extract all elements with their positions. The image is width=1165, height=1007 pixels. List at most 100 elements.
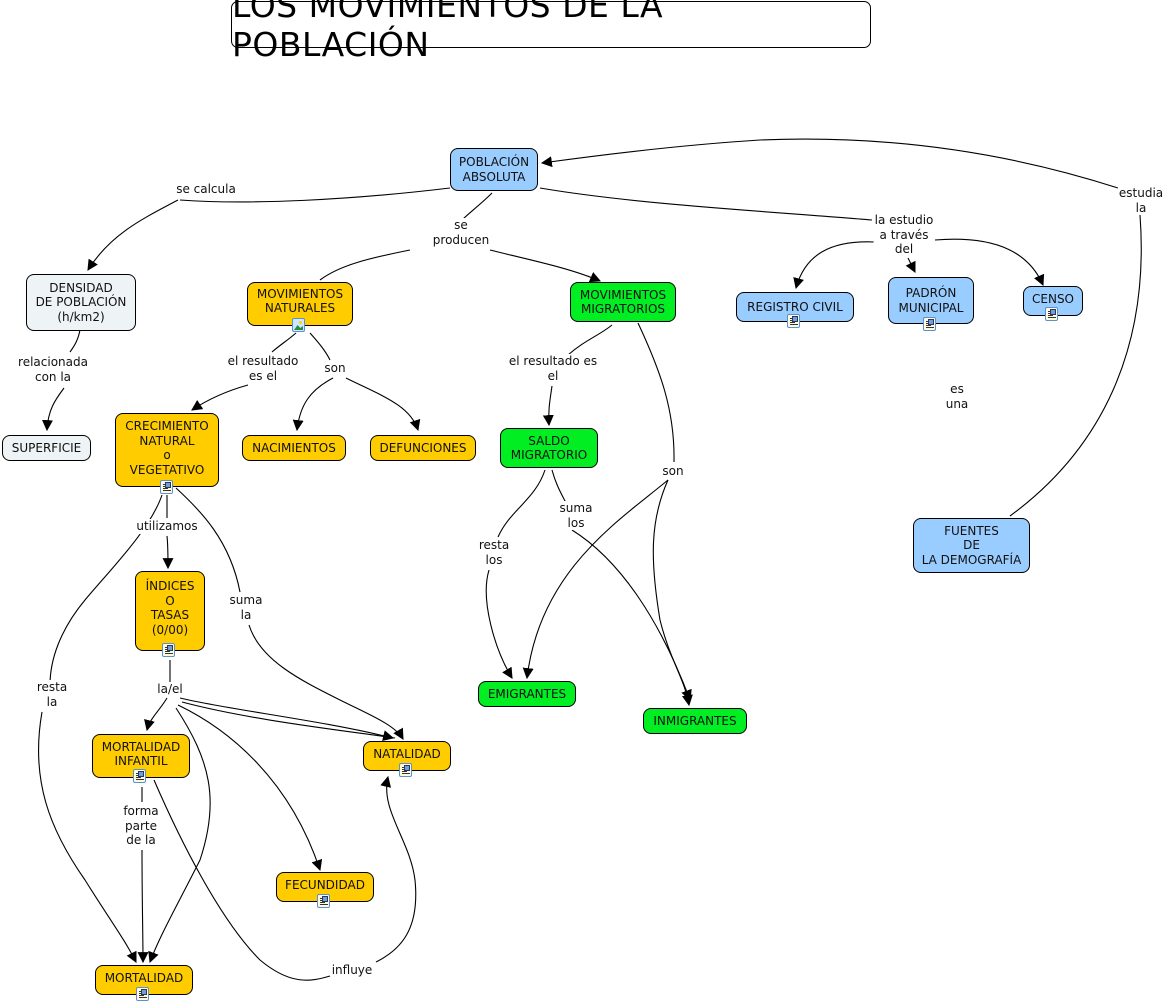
- connector-la-estudio-censo: [934, 238, 1045, 287]
- node-label: CENSO: [1032, 291, 1074, 306]
- node-crecimiento-natural[interactable]: CRECIMIENTO NATURAL o VEGETATIVO: [115, 413, 219, 487]
- document-icon[interactable]: [923, 317, 936, 331]
- link-label-estudia-la: estudia la: [1117, 186, 1165, 215]
- connector-la-estudio-in: [539, 187, 873, 221]
- document-icon[interactable]: [1045, 307, 1058, 321]
- connector-relacionada-in: [69, 329, 81, 353]
- map-title: LOS MOVIMIENTOS DE LA POBLACIÓN: [231, 0, 871, 64]
- connector-la-el-natalidad2: [181, 701, 396, 739]
- link-label-suma-los: suma los: [558, 501, 594, 530]
- connector-estudia-out: [540, 138, 1119, 189]
- node-movimientos-migratorios[interactable]: MOVIMIENTOS MIGRATORIOS: [570, 282, 676, 322]
- connector-relacionada-out: [42, 387, 65, 432]
- connector-son-nat-defunciones: [345, 377, 421, 432]
- link-label-son-mig: son: [661, 464, 685, 479]
- node-label: MOVIMIENTOS MIGRATORIOS: [579, 287, 667, 317]
- document-icon[interactable]: [787, 314, 800, 328]
- document-icon[interactable]: [162, 643, 175, 657]
- connector-la-el-fecundidad: [177, 704, 323, 872]
- connector-son-mig-in: [637, 322, 675, 463]
- node-label: ÍNDICES O TASAS (0/00): [145, 579, 195, 637]
- node-label: NACIMIENTOS: [252, 440, 336, 455]
- connector-suma-la-in: [175, 487, 241, 593]
- connector-resultado-nat-out: [191, 384, 249, 411]
- link-label-suma-la: suma la: [228, 593, 264, 622]
- connector-la-el-mortalidad: [148, 707, 211, 964]
- document-icon[interactable]: [133, 769, 146, 783]
- link-label-forma-parte: forma parte de la: [122, 804, 160, 848]
- node-defunciones[interactable]: DEFUNCIONES: [370, 435, 476, 461]
- connector-la-el-natalidad: [179, 697, 395, 741]
- node-label: SALDO MIGRATORIO: [510, 433, 588, 463]
- node-fuentes-demografia[interactable]: FUENTES DE LA DEMOGRAFÍA: [913, 518, 1030, 573]
- connector-suma-la-out: [248, 624, 404, 740]
- connector-son-nat-in: [309, 332, 331, 361]
- link-label-es-una: es una: [944, 382, 970, 411]
- document-icon[interactable]: [160, 480, 173, 494]
- node-label: DENSIDAD DE POBLACIÓN (h/km2): [35, 280, 127, 324]
- node-poblacion-absoluta[interactable]: POBLACIÓN ABSOLUTA: [450, 148, 538, 191]
- node-saldo-migratorio[interactable]: SALDO MIGRATORIO: [500, 428, 598, 468]
- node-label: EMIGRANTES: [487, 686, 567, 701]
- connector-resultado-mig-in: [567, 324, 613, 356]
- connector-se-calcula-out: [87, 199, 179, 271]
- node-label: INMIGRANTES: [653, 713, 737, 728]
- connector-influye-in: [153, 779, 331, 981]
- connector-resultado-mig-out: [542, 385, 554, 427]
- connector-se-calcula-in: [179, 187, 451, 203]
- node-indices-tasas[interactable]: ÍNDICES O TASAS (0/00): [135, 571, 205, 651]
- connector-resultado-nat-in: [271, 332, 297, 353]
- connector-resta-la-out: [37, 711, 137, 963]
- link-label-relacionada: relacionada con la: [17, 355, 89, 384]
- connector-son-mig-emigrantes: [522, 479, 669, 680]
- link-label-utilizamos: utilizamos: [135, 519, 199, 534]
- connector-son-mig-inmigrantes: [652, 479, 693, 707]
- node-label: PADRÓN MUNICIPAL: [898, 286, 964, 315]
- connector-suma-los-in: [551, 469, 567, 504]
- node-label: FECUNDIDAD: [285, 877, 365, 892]
- connector-forma-parte-out: [137, 849, 149, 964]
- connector-utilizamos-out: [162, 535, 174, 570]
- node-nacimientos[interactable]: NACIMIENTOS: [242, 435, 346, 461]
- node-superficie[interactable]: SUPERFICIE: [2, 435, 91, 461]
- link-label-resta-los: resta los: [477, 538, 511, 567]
- connector-suma-los-out: [571, 529, 692, 702]
- document-icon[interactable]: [317, 894, 330, 908]
- node-emigrantes[interactable]: EMIGRANTES: [478, 681, 576, 707]
- node-label: NATALIDAD: [373, 746, 441, 761]
- link-label-se-calcula: se calcula: [175, 182, 237, 197]
- node-label: CRECIMIENTO NATURAL o VEGETATIVO: [125, 419, 209, 477]
- connector-son-nat-nacimientos: [292, 377, 334, 432]
- connector-resta-los-in: [497, 469, 546, 538]
- connector-la-estudio-registro: [793, 241, 876, 290]
- connector-estudia-in: [1009, 214, 1142, 517]
- image-icon[interactable]: [292, 318, 305, 332]
- node-padron-municipal[interactable]: PADRÓN MUNICIPAL: [888, 277, 974, 324]
- connector-resta-los-out: [485, 569, 513, 679]
- node-label: MOVIMIENTOS NATURALES: [256, 286, 344, 316]
- node-censo[interactable]: CENSO: [1023, 286, 1083, 316]
- document-icon[interactable]: [136, 987, 149, 1001]
- link-label-resultado-mig: el resultado es el: [507, 354, 599, 383]
- link-label-influye: influye: [330, 963, 374, 978]
- node-label: POBLACIÓN ABSOLUTA: [458, 155, 530, 184]
- link-label-resta-la: resta la: [35, 680, 69, 709]
- node-inmigrantes[interactable]: INMIGRANTES: [643, 708, 747, 734]
- node-label: MORTALIDAD INFANTIL: [101, 739, 181, 769]
- connector-influye-out: [375, 775, 417, 963]
- connector-la-el-mortinf: [144, 697, 168, 732]
- connector-la-estudio-padron: [905, 257, 916, 273]
- link-label-la-el: la/el: [156, 682, 184, 697]
- connector-se-producen-in: [461, 192, 493, 221]
- node-label: FUENTES DE LA DEMOGRAFÍA: [921, 523, 1022, 567]
- connector-se-producen-right: [489, 249, 602, 283]
- node-label: REGISTRO CIVIL: [747, 299, 843, 314]
- link-label-resultado-nat: el resultado es el: [226, 354, 300, 383]
- link-label-la-estudio: la estudio a través del: [873, 213, 935, 257]
- node-label: MORTALIDAD: [104, 970, 184, 985]
- document-icon[interactable]: [399, 763, 412, 777]
- link-label-son-nat: son: [323, 361, 347, 376]
- connector-se-producen-left: [319, 249, 411, 281]
- node-densidad-poblacion[interactable]: DENSIDAD DE POBLACIÓN (h/km2): [26, 274, 136, 331]
